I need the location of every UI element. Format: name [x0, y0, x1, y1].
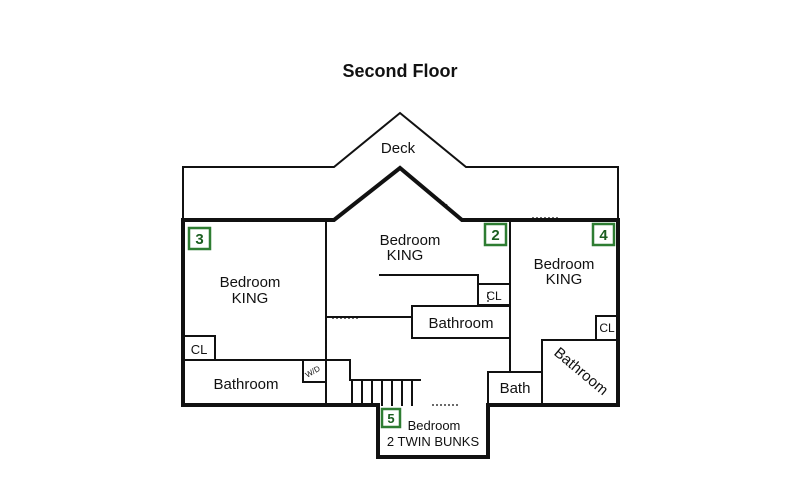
- door-openings: [214, 191, 597, 406]
- bedroom-4-number: 4: [599, 227, 608, 244]
- bedroom-3-badge: [187, 226, 212, 251]
- bedroom-3-number: 3: [195, 231, 203, 248]
- bedroom-5-bed: 2 TWIN BUNKS: [387, 434, 480, 449]
- bedroom-5-number: 5: [387, 411, 394, 426]
- closet-left-label: CL: [191, 342, 208, 357]
- deck-outline: [182, 111, 619, 221]
- bedroom-5-label: Bedroom: [408, 418, 461, 433]
- closet-center-label: CL: [486, 289, 502, 303]
- bedroom-4-badge: [591, 222, 616, 247]
- bedroom-2-badge: [483, 222, 508, 247]
- closet-right-label: CL: [599, 321, 615, 335]
- bedroom-5-badge: [380, 407, 402, 429]
- bedroom-4-label: Bedroom: [534, 256, 595, 273]
- bedroom-3-label: Bedroom: [220, 274, 281, 291]
- bedroom-2-number: 2: [491, 227, 499, 244]
- bedroom-3-bed: KING: [232, 290, 269, 307]
- bedroom-2-bed: KING: [387, 247, 424, 264]
- bathroom-left-label: Bathroom: [213, 376, 278, 393]
- bathroom-right-label: Bathroom: [551, 344, 612, 399]
- outer-walls: [181, 165, 620, 459]
- bath-small-label: Bath: [500, 380, 531, 397]
- deck-label: Deck: [381, 140, 416, 157]
- bedroom-4-bed: KING: [546, 271, 583, 288]
- washer-dryer-label: W/D: [304, 364, 322, 380]
- bedroom-2-label: Bedroom: [380, 232, 441, 249]
- page-title: Second Floor: [342, 61, 457, 81]
- bathroom-center-label: Bathroom: [428, 315, 493, 332]
